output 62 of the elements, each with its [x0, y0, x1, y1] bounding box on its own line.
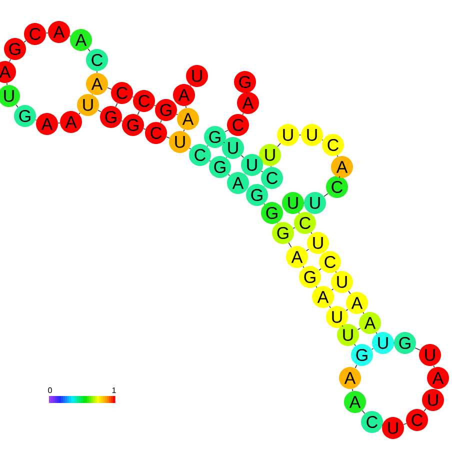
- backbone-line: [209, 160, 211, 162]
- backbone-line: [183, 129, 185, 132]
- backbone-line: [24, 40, 26, 43]
- backbone-line: [433, 365, 435, 368]
- backbone-line: [240, 155, 244, 158]
- backbone-line: [331, 288, 334, 290]
- backbone-line: [354, 364, 358, 368]
- backbone-line: [336, 154, 338, 158]
- backbone-line: [261, 170, 264, 172]
- backbone-line: [362, 312, 364, 314]
- backbone-line: [206, 145, 208, 147]
- backbone-line: [160, 120, 162, 124]
- backbone-line: [9, 58, 11, 62]
- backbone-line: [176, 114, 178, 116]
- backbone-line: [137, 110, 140, 116]
- backbone-line: [424, 408, 426, 412]
- backbone-line: [403, 423, 407, 425]
- backbone-line: [306, 248, 310, 252]
- backbone-line: [329, 306, 331, 308]
- backbone-line: [185, 106, 187, 108]
- backbone-line: [264, 203, 266, 205]
- backbone-line: [58, 122, 60, 124]
- backbone-line: [348, 290, 351, 294]
- backbone-line: [292, 227, 296, 229]
- backbone-line: [107, 87, 112, 90]
- scale-label: 0: [48, 387, 52, 394]
- backbone-line: [318, 268, 322, 271]
- backbone-line: [242, 112, 244, 116]
- backbone-line: [316, 286, 318, 288]
- backbone-line: [298, 134, 302, 136]
- backbone-line: [224, 130, 228, 132]
- node-label: U: [228, 142, 238, 154]
- backbone-line: [78, 112, 80, 114]
- backbone-line: [46, 32, 48, 34]
- backbone-line: [354, 344, 356, 346]
- backbone-line: [376, 332, 378, 334]
- backbone-line: [352, 388, 354, 392]
- backbone-line: [223, 142, 225, 144]
- backbone-line: [324, 193, 328, 197]
- backbone-line: [362, 410, 366, 414]
- backbone-line: [277, 142, 281, 148]
- backbone-line: [371, 348, 374, 350]
- backbone-line: [357, 328, 361, 330]
- backbone-line: [414, 347, 420, 351]
- backbone-line: [166, 136, 170, 138]
- backbone-line: [288, 242, 292, 248]
- backbone-line: [143, 128, 146, 130]
- backbone-line: [310, 232, 312, 234]
- backbone-line: [228, 174, 230, 176]
- backbone-line: [88, 48, 90, 52]
- backbone-line: [188, 148, 192, 150]
- backbone-line: [342, 325, 344, 327]
- backbone-line: [6, 82, 8, 86]
- backbone-line: [115, 102, 118, 108]
- backbone-line: [98, 110, 102, 112]
- backbone-line: [346, 309, 348, 311]
- scale-label: 1: [112, 388, 116, 393]
- backbone-line: [154, 104, 156, 106]
- backbone-line: [16, 104, 18, 108]
- backbone-line: [96, 70, 98, 74]
- backbone-line: [338, 176, 340, 178]
- backbone-line: [302, 266, 304, 268]
